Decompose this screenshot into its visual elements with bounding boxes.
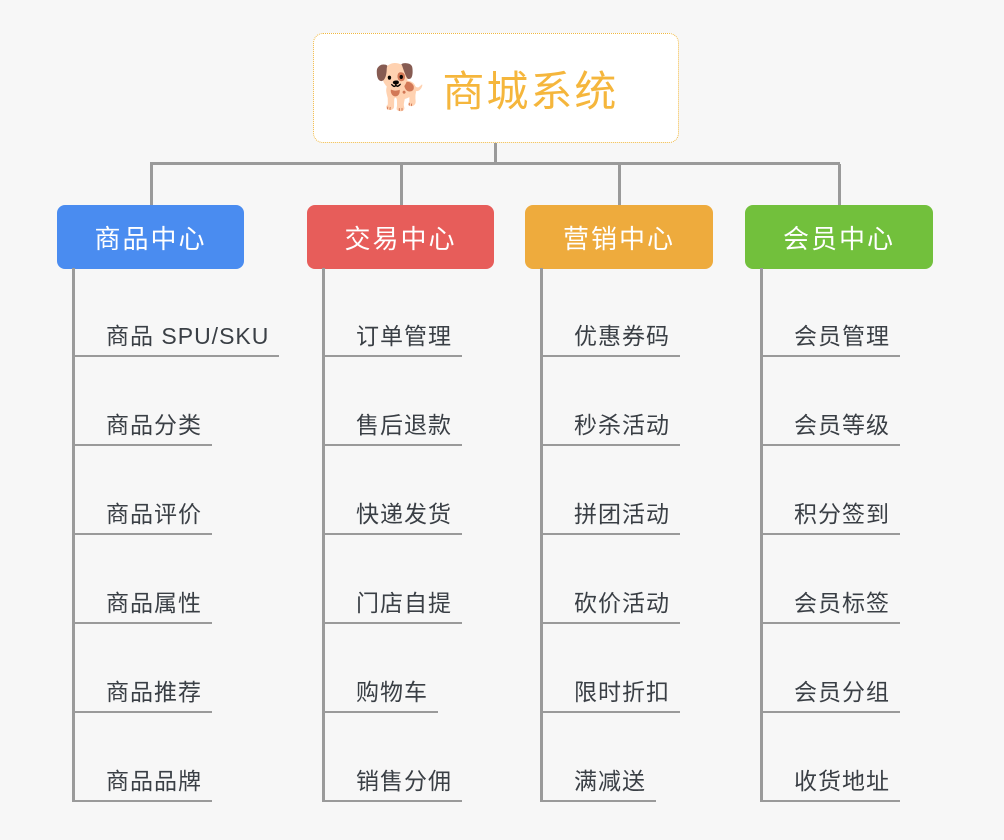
leaf-underline: 满减送: [540, 762, 656, 802]
leaf-item[interactable]: 积分签到: [760, 446, 900, 535]
leaf-item[interactable]: 商品 SPU/SKU: [72, 268, 280, 357]
leaf-item[interactable]: 会员等级: [760, 357, 900, 446]
leaf-label: 商品 SPU/SKU: [106, 323, 270, 349]
leaf-item[interactable]: 限时折扣: [540, 624, 680, 713]
leaf-list-1: 商品 SPU/SKU 商品分类商品评价商品属性商品推荐商品品牌: [72, 268, 280, 802]
leaf-underline: 订单管理: [322, 317, 462, 357]
leaf-label: 商品分类: [106, 412, 202, 438]
leaf-underline: 商品分类: [72, 406, 212, 446]
leaf-underline: 售后退款: [322, 406, 462, 446]
leaf-underline: 限时折扣: [540, 673, 680, 713]
leaf-label: 快递发货: [356, 501, 452, 527]
branch-drop-connector: [150, 164, 153, 205]
leaf-label: 限时折扣: [574, 679, 670, 705]
leaf-item[interactable]: 砍价活动: [540, 535, 680, 624]
leaf-item[interactable]: 会员管理: [760, 268, 900, 357]
leaf-label: 商品评价: [106, 501, 202, 527]
leaf-label: 会员等级: [794, 412, 890, 438]
leaf-underline: 会员管理: [760, 317, 900, 357]
leaf-item[interactable]: 售后退款: [322, 357, 462, 446]
leaf-item[interactable]: 收货地址: [760, 713, 900, 802]
leaf-underline: 销售分佣: [322, 762, 462, 802]
branch-drop-connector: [838, 164, 841, 205]
leaf-item[interactable]: 购物车: [322, 624, 462, 713]
leaf-item[interactable]: 会员标签: [760, 535, 900, 624]
leaf-item[interactable]: 秒杀活动: [540, 357, 680, 446]
leaf-label: 商品推荐: [106, 679, 202, 705]
leaf-item[interactable]: 会员分组: [760, 624, 900, 713]
leaf-item[interactable]: 满减送: [540, 713, 680, 802]
leaf-underline: 购物车: [322, 673, 438, 713]
leaf-label: 购物车: [356, 679, 428, 705]
leaf-underline: 门店自提: [322, 584, 462, 624]
leaf-item[interactable]: 商品推荐: [72, 624, 279, 713]
leaf-underline: 商品品牌: [72, 762, 212, 802]
leaf-label: 销售分佣: [356, 768, 452, 794]
leaf-underline: 砍价活动: [540, 584, 680, 624]
root-stem-connector: [494, 143, 497, 164]
branch-trunk-connector: [540, 268, 543, 802]
leaf-underline: 商品属性: [72, 584, 212, 624]
leaf-label: 会员管理: [794, 323, 890, 349]
leaf-list-3: 优惠券码秒杀活动拼团活动砍价活动限时折扣满减送: [540, 268, 680, 802]
leaf-underline: 商品 SPU/SKU: [72, 317, 280, 357]
leaf-underline: 拼团活动: [540, 495, 680, 535]
branch-header-1[interactable]: 商品中心: [57, 205, 244, 269]
leaf-item[interactable]: 快递发货: [322, 446, 462, 535]
leaf-underline: 商品推荐: [72, 673, 212, 713]
shiba-dog-face-icon: 🐕: [373, 63, 429, 112]
branch-header-4[interactable]: 会员中心: [745, 205, 933, 269]
leaf-item[interactable]: 商品评价: [72, 446, 279, 535]
branch-header-2[interactable]: 交易中心: [307, 205, 494, 269]
leaf-label: 优惠券码: [574, 323, 670, 349]
leaf-item[interactable]: 商品分类: [72, 357, 279, 446]
leaf-item[interactable]: 订单管理: [322, 268, 462, 357]
branch-drop-connector: [400, 164, 403, 205]
leaf-underline: 积分签到: [760, 495, 900, 535]
leaf-underline: 会员等级: [760, 406, 900, 446]
branch-bus-connector: [150, 162, 840, 165]
leaf-label: 会员分组: [794, 679, 890, 705]
branch-trunk-connector: [322, 268, 325, 802]
leaf-list-4: 会员管理会员等级积分签到会员标签会员分组收货地址: [760, 268, 900, 802]
leaf-label: 会员标签: [794, 590, 890, 616]
leaf-item[interactable]: 商品属性: [72, 535, 279, 624]
leaf-label: 积分签到: [794, 501, 890, 527]
leaf-label: 订单管理: [356, 323, 452, 349]
leaf-underline: 会员分组: [760, 673, 900, 713]
leaf-item[interactable]: 销售分佣: [322, 713, 462, 802]
root-node[interactable]: 🐕 商城系统: [313, 33, 679, 143]
leaf-underline: 会员标签: [760, 584, 900, 624]
leaf-label: 拼团活动: [574, 501, 670, 527]
leaf-item[interactable]: 拼团活动: [540, 446, 680, 535]
leaf-underline: 收货地址: [760, 762, 900, 802]
leaf-label: 满减送: [574, 768, 646, 794]
branch-trunk-connector: [72, 268, 75, 802]
root-title: 商城系统: [442, 67, 619, 115]
leaf-label: 门店自提: [356, 590, 452, 616]
leaf-underline: 快递发货: [322, 495, 462, 535]
leaf-underline: 优惠券码: [540, 317, 680, 357]
leaf-label: 商品属性: [106, 590, 202, 616]
leaf-underline: 秒杀活动: [540, 406, 680, 446]
leaf-label: 商品品牌: [106, 768, 202, 794]
leaf-label: 秒杀活动: [574, 412, 670, 438]
branch-trunk-connector: [760, 268, 763, 802]
leaf-label: 收货地址: [794, 768, 890, 794]
leaf-underline: 商品评价: [72, 495, 212, 535]
leaf-item[interactable]: 优惠券码: [540, 268, 680, 357]
branch-header-3[interactable]: 营销中心: [525, 205, 713, 269]
leaf-list-2: 订单管理售后退款快递发货门店自提购物车销售分佣: [322, 268, 462, 802]
leaf-label: 砍价活动: [574, 590, 670, 616]
leaf-item[interactable]: 门店自提: [322, 535, 462, 624]
leaf-label: 售后退款: [356, 412, 452, 438]
leaf-item[interactable]: 商品品牌: [72, 713, 279, 802]
branch-drop-connector: [618, 164, 621, 205]
